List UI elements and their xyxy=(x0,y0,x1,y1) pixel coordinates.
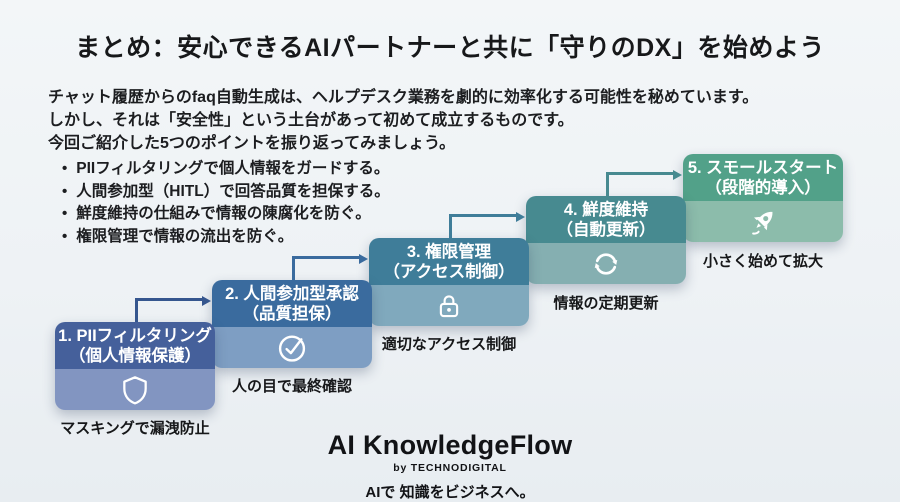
step-caption: 小さく始めて拡大 xyxy=(702,253,823,270)
logo-tagline: AIで 知識をビジネスへ。 xyxy=(365,484,535,501)
step-box-freshness: 4. 鮮度維持 （自動更新） xyxy=(526,196,686,284)
step-icon-area xyxy=(683,201,843,242)
arrow-connector-vertical xyxy=(606,172,609,196)
arrow-connector-horizontal xyxy=(606,172,673,175)
step-title: 1. PIIフィルタリング xyxy=(58,326,212,345)
bullet-icon: • xyxy=(62,227,68,245)
bullet-icon: • xyxy=(62,160,68,177)
intro-line: チャット履歴からのfaq自動生成は、ヘルプデスク業務を劇的に効率化する可能性を秘… xyxy=(48,89,759,106)
arrow-head-icon xyxy=(673,169,682,180)
bullet-text: 人間参加型（HITL）で回答品質を担保する。 xyxy=(76,182,390,200)
step-subtitle: （アクセス制御） xyxy=(383,262,515,281)
bullet-icon: • xyxy=(62,205,68,222)
arrow-connector-horizontal xyxy=(449,214,516,217)
check-circle-icon xyxy=(278,334,306,362)
arrow-connector-vertical xyxy=(135,298,138,322)
step-caption: マスキングで漏洩防止 xyxy=(60,420,210,437)
step-icon-area xyxy=(55,369,215,410)
brand-footer: AI KnowledgeFlow by TECHNODIGITAL AIで 知識… xyxy=(0,430,900,502)
bullet-text: 鮮度維持の仕組みで情報の陳腐化を防ぐ。 xyxy=(76,205,371,222)
list-item: • PIIフィルタリングで個人情報をガードする。 xyxy=(62,158,828,181)
step-box-human-approval: 2. 人間参加型承認 （品質担保） xyxy=(212,280,372,368)
step-subtitle: （自動更新） xyxy=(556,220,656,239)
refresh-icon xyxy=(594,252,618,275)
arrow-connector-vertical xyxy=(449,214,452,238)
step-icon-area xyxy=(526,243,686,284)
intro-text: チャット履歴からのfaq自動生成は、ヘルプデスク業務を劇的に効率化する可能性を秘… xyxy=(48,86,828,248)
step-title: 4. 鮮度維持 xyxy=(563,200,649,219)
bullet-icon: • xyxy=(62,182,68,200)
step-header: 3. 権限管理 （アクセス制御） xyxy=(369,238,529,285)
page-title: まとめ：安心できるAIパートナーと共に「守りのDX」を始めよう xyxy=(75,34,825,62)
step-header: 2. 人間参加型承認 （品質担保） xyxy=(212,280,372,327)
step-title: 3. 権限管理 xyxy=(406,242,492,261)
step-subtitle: （品質担保） xyxy=(242,304,342,323)
list-item: • 鮮度維持の仕組みで情報の陳腐化を防ぐ。 xyxy=(62,203,828,226)
arrow-connector-horizontal xyxy=(292,256,359,259)
step-subtitle: （個人情報保護） xyxy=(69,346,201,365)
step-caption: 人の目で最終確認 xyxy=(231,378,352,395)
step-caption: 適切なアクセス制御 xyxy=(381,336,517,353)
step-box-access-control: 3. 権限管理 （アクセス制御） xyxy=(369,238,529,326)
step-header: 4. 鮮度維持 （自動更新） xyxy=(526,196,686,243)
lock-icon xyxy=(439,294,459,317)
step-icon-area xyxy=(369,285,529,326)
rocket-icon xyxy=(752,211,773,235)
arrow-connector-horizontal xyxy=(135,298,202,301)
step-box-pii-filtering: 1. PIIフィルタリング （個人情報保護） xyxy=(55,322,215,410)
intro-line: 今回ご紹介した5つのポイントを振り返ってみましょう。 xyxy=(48,135,456,152)
arrow-head-icon xyxy=(202,295,211,306)
step-subtitle: （段階的導入） xyxy=(705,178,821,197)
shield-icon xyxy=(123,375,147,404)
step-caption: 情報の定期更新 xyxy=(553,295,659,312)
step-icon-area xyxy=(212,327,372,368)
logo-byline: by TECHNODIGITAL xyxy=(393,462,507,474)
list-item: • 権限管理で情報の流出を防ぐ。 xyxy=(62,226,828,249)
summary-bullet-list: • PIIフィルタリングで個人情報をガードする。 • 人間参加型（HITL）で回答品… xyxy=(62,158,828,248)
logo-text: AI KnowledgeFlow xyxy=(327,430,573,460)
bullet-text: PIIフィルタリングで個人情報をガードする。 xyxy=(76,160,390,177)
list-item: • 人間参加型（HITL）で回答品質を担保する。 xyxy=(62,181,828,204)
intro-line: しかし、それは「安全性」という土台があって初めて成立するものです。 xyxy=(48,112,574,129)
step-header: 1. PIIフィルタリング （個人情報保護） xyxy=(55,322,215,369)
arrow-head-icon xyxy=(359,253,368,264)
bullet-text: 権限管理で情報の流出を防ぐ。 xyxy=(76,227,294,245)
arrow-head-icon xyxy=(516,211,525,222)
step-title: 5. スモールスタート xyxy=(687,158,839,177)
step-box-small-start: 5. スモールスタート （段階的導入） xyxy=(683,154,843,242)
step-title: 2. 人間参加型承認 xyxy=(225,284,359,303)
step-header: 5. スモールスタート （段階的導入） xyxy=(683,154,843,201)
arrow-connector-vertical xyxy=(292,256,295,280)
